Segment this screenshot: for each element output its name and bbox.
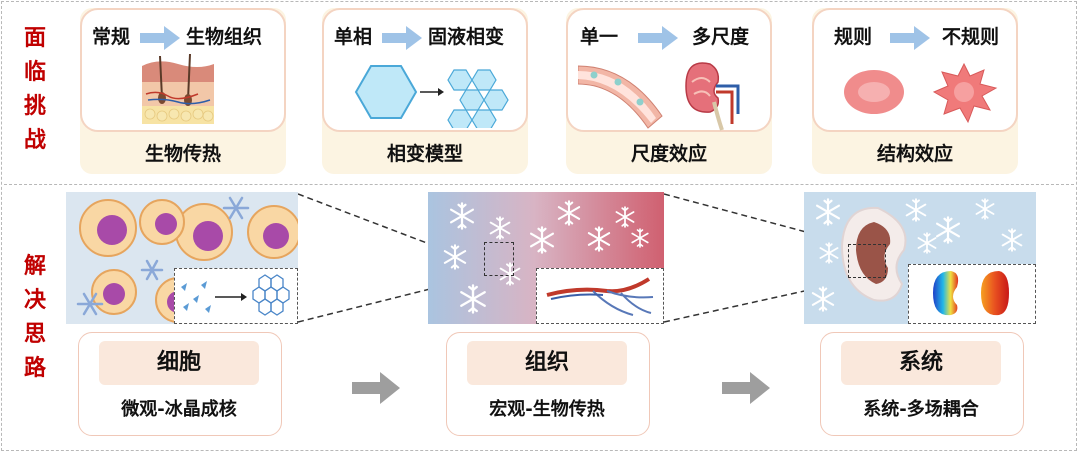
- transform-to: 生物组织: [186, 26, 263, 48]
- solution-title: 系统: [841, 341, 1001, 385]
- zoom-lines-2: [664, 193, 814, 323]
- cell-shape-icon: [844, 62, 998, 124]
- solutions-char: 决: [23, 288, 46, 313]
- solution-box-cell: 细胞 微观-冰晶成核: [78, 332, 282, 436]
- transform-arrow-icon: [890, 26, 930, 50]
- solution-box-system: 系统 系统-多场耦合: [820, 332, 1024, 436]
- card-illustration-area: 单一 多尺度: [566, 8, 772, 132]
- phase-change-icon: [354, 65, 509, 128]
- transform-to: 多尺度: [692, 26, 750, 48]
- challenges-label: 面 临 挑 战: [21, 22, 49, 158]
- challenge-card-structure: 规则 不规则 结构效应: [812, 8, 1018, 174]
- kidney-zoom-box: [848, 244, 886, 278]
- challenge-label: 结构效应: [876, 143, 953, 165]
- solution-box-tissue: 组织 宏观-生物传热: [446, 332, 650, 436]
- transform-arrow-icon: [140, 26, 180, 50]
- solutions-char: 思: [23, 322, 46, 347]
- nucleation-inset: [174, 268, 298, 324]
- solution-subtitle: 宏观-生物传热: [489, 399, 605, 420]
- solution-subtitle: 微观-冰晶成核: [121, 399, 237, 420]
- transform-arrow-icon: [638, 26, 678, 50]
- transform-arrow-icon: [382, 26, 422, 50]
- solutions-char: 解: [23, 254, 46, 279]
- transform-from: 单相: [334, 26, 373, 48]
- solutions-char: 路: [23, 356, 46, 381]
- vessel-kidney-icon: [578, 62, 740, 131]
- challenges-char: 挑: [23, 94, 46, 119]
- challenges-char: 战: [23, 128, 46, 153]
- skin-tissue-icon: [142, 54, 214, 124]
- system-coupling-image: [804, 192, 1036, 324]
- card-illustration-area: 常规 生物组织: [80, 8, 286, 132]
- solution-title: 组织: [467, 341, 627, 385]
- transform-from: 规则: [834, 26, 873, 48]
- blood-vessel-icon: [546, 277, 654, 316]
- transform-from: 单一: [580, 26, 619, 48]
- flow-arrow-icon: [352, 372, 400, 404]
- solutions-label: 解 决 思 路: [21, 250, 49, 386]
- challenge-card-phase-change: 单相 固液相变 相变模型: [322, 8, 528, 174]
- transform-to: 固液相变: [428, 26, 505, 48]
- card-illustration-area: 单相 固液相变: [322, 8, 528, 132]
- tissue-bioheat-image: [428, 192, 664, 324]
- flow-arrow-icon: [722, 372, 770, 404]
- vessel-inset: [536, 268, 664, 324]
- ice-nucleation-icon: [181, 274, 290, 316]
- challenges-char: 临: [23, 60, 46, 85]
- transform-to: 不规则: [942, 26, 1000, 48]
- challenge-card-bioheat: 常规 生物组织 生物传热: [80, 8, 286, 174]
- cell-nucleation-image: [66, 192, 298, 324]
- challenge-card-scale: 单一 多尺度 尺度效应: [566, 8, 772, 174]
- solution-subtitle: 系统-多场耦合: [863, 399, 979, 420]
- section-divider: [4, 184, 1074, 185]
- transform-from: 常规: [92, 26, 131, 48]
- challenge-label: 生物传热: [144, 143, 221, 165]
- challenge-label: 相变模型: [386, 143, 463, 165]
- field-coupling-inset: [908, 264, 1036, 324]
- zoom-lines-1: [298, 193, 428, 323]
- temperature-field-icon: [933, 271, 1009, 316]
- card-illustration-area: 规则 不规则: [812, 8, 1018, 132]
- challenge-label: 尺度效应: [630, 143, 707, 165]
- tissue-zoom-box: [484, 242, 514, 276]
- solution-title: 细胞: [99, 341, 259, 385]
- challenges-char: 面: [23, 26, 46, 51]
